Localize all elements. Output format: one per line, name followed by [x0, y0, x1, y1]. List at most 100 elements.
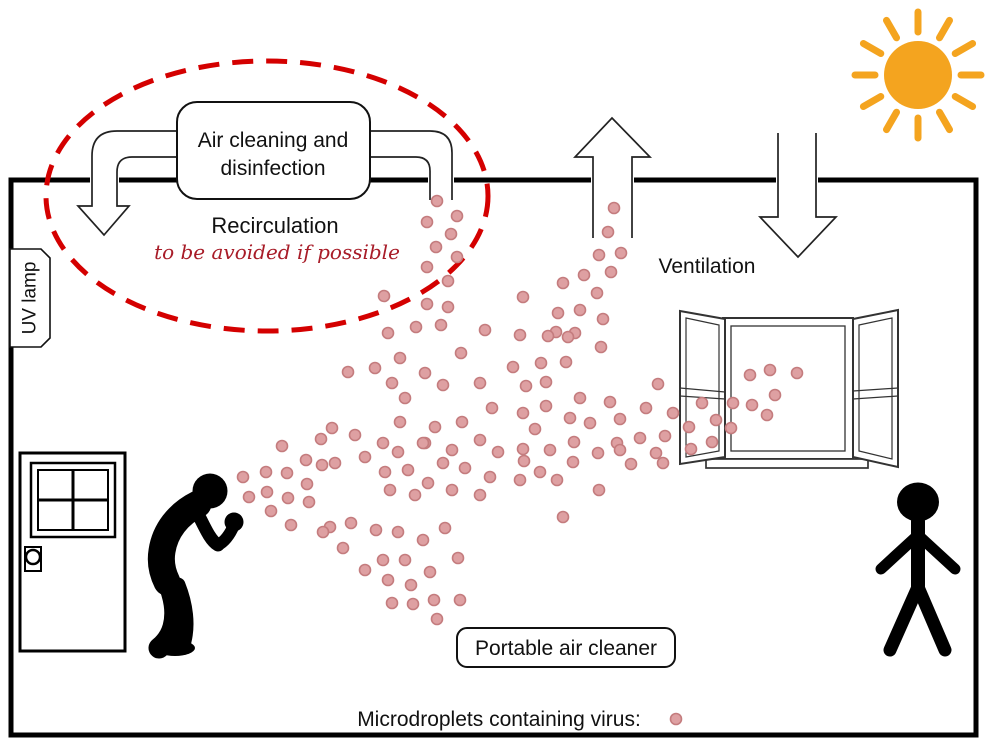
droplet	[242, 490, 256, 504]
coughing-person-feet	[155, 640, 195, 656]
sun-icon	[851, 8, 985, 142]
droplet	[473, 488, 487, 502]
droplet	[404, 578, 418, 592]
droplet	[768, 388, 782, 402]
droplet	[281, 491, 295, 505]
window-frame	[722, 317, 854, 460]
sun-disc	[884, 41, 952, 109]
droplets-group	[236, 194, 804, 626]
standing-person-legs	[883, 580, 952, 657]
droplet	[341, 365, 355, 379]
droplet	[259, 465, 273, 479]
uv-lamp-label: UV lamp	[20, 262, 41, 335]
recirculation-supply-arrow-icon	[76, 130, 177, 237]
droplet	[458, 461, 472, 475]
droplet	[639, 401, 653, 415]
droplet	[376, 436, 390, 450]
droplet	[533, 465, 547, 479]
recirculation-dashed-ellipse	[43, 58, 491, 334]
droplet	[302, 495, 316, 509]
droplet	[381, 573, 395, 587]
droplet	[633, 431, 647, 445]
droplet	[666, 406, 680, 420]
droplet	[427, 593, 441, 607]
droplet	[444, 227, 458, 241]
droplet	[398, 391, 412, 405]
coughing-person-front-leg	[170, 577, 194, 649]
droplet	[760, 408, 774, 422]
droplet	[454, 346, 468, 360]
droplet	[381, 326, 395, 340]
droplet	[567, 435, 581, 449]
droplet	[358, 563, 372, 577]
droplet	[539, 399, 553, 413]
droplet	[401, 463, 415, 477]
droplet	[420, 215, 434, 229]
droplet	[491, 445, 505, 459]
droplet	[594, 340, 608, 354]
droplet	[441, 274, 455, 288]
droplet	[420, 297, 434, 311]
droplet	[601, 225, 615, 239]
droplet	[551, 306, 565, 320]
droplet	[344, 516, 358, 530]
droplet	[398, 553, 412, 567]
droplet	[393, 415, 407, 429]
droplet	[450, 250, 464, 264]
droplet	[658, 429, 672, 443]
standing-person-head	[897, 482, 939, 522]
droplet	[478, 323, 492, 337]
droplet	[743, 368, 757, 382]
droplet	[516, 442, 530, 456]
droplet	[420, 260, 434, 274]
droplet	[453, 593, 467, 607]
droplet	[485, 401, 499, 415]
droplet	[709, 413, 723, 427]
droplet	[583, 416, 597, 430]
door-knob	[24, 548, 42, 566]
droplet	[376, 553, 390, 567]
droplet	[391, 445, 405, 459]
droplet	[430, 612, 444, 626]
droplet	[445, 443, 459, 457]
window-left-sash	[679, 309, 726, 466]
portable-air-cleaner-box	[456, 627, 676, 668]
droplet	[596, 312, 610, 326]
open-window	[679, 308, 899, 469]
droplet	[516, 290, 530, 304]
standing-person	[875, 482, 961, 657]
recirculation-loop: Air cleaning and disinfection Recirculat…	[43, 58, 491, 334]
droplet	[378, 465, 392, 479]
droplet	[434, 318, 448, 332]
droplet	[436, 456, 450, 470]
droplet	[613, 412, 627, 426]
air-cleaning-box	[176, 101, 371, 200]
droplet	[556, 510, 570, 524]
droplet	[455, 415, 469, 429]
droplet	[428, 420, 442, 434]
droplet	[591, 446, 605, 460]
droplet	[519, 379, 533, 393]
air-cleaning-label-line2: disinfection	[220, 157, 325, 180]
droplet	[726, 396, 740, 410]
window-right-sash	[852, 308, 899, 469]
droplet	[539, 375, 553, 389]
droplet	[592, 483, 606, 497]
droplet	[314, 432, 328, 446]
droplet	[328, 456, 342, 470]
air-cleaning-label-line1: Air cleaning and	[198, 129, 349, 152]
droplet	[577, 268, 591, 282]
droplet	[421, 476, 435, 490]
droplet	[590, 286, 604, 300]
droplet	[385, 596, 399, 610]
droplet	[416, 533, 430, 547]
droplet	[651, 377, 665, 391]
uv-lamp: UV lamp	[9, 248, 51, 348]
droplet	[416, 436, 430, 450]
droplet	[316, 525, 330, 539]
droplet	[592, 248, 606, 262]
droplet	[561, 330, 575, 344]
standing-person-arms	[875, 529, 961, 575]
droplet	[745, 398, 759, 412]
